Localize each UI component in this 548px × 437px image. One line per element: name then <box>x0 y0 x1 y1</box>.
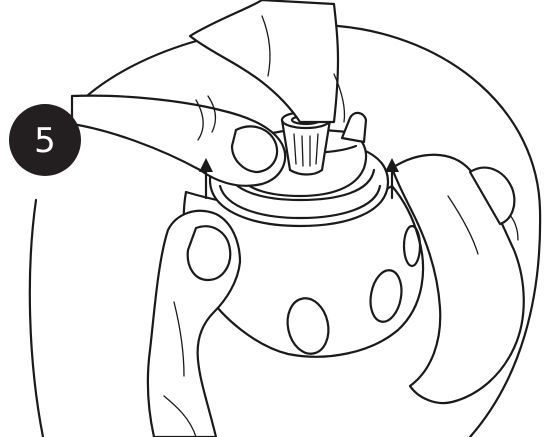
step-number: 5 <box>34 121 56 161</box>
step-badge: 5 <box>9 104 81 176</box>
